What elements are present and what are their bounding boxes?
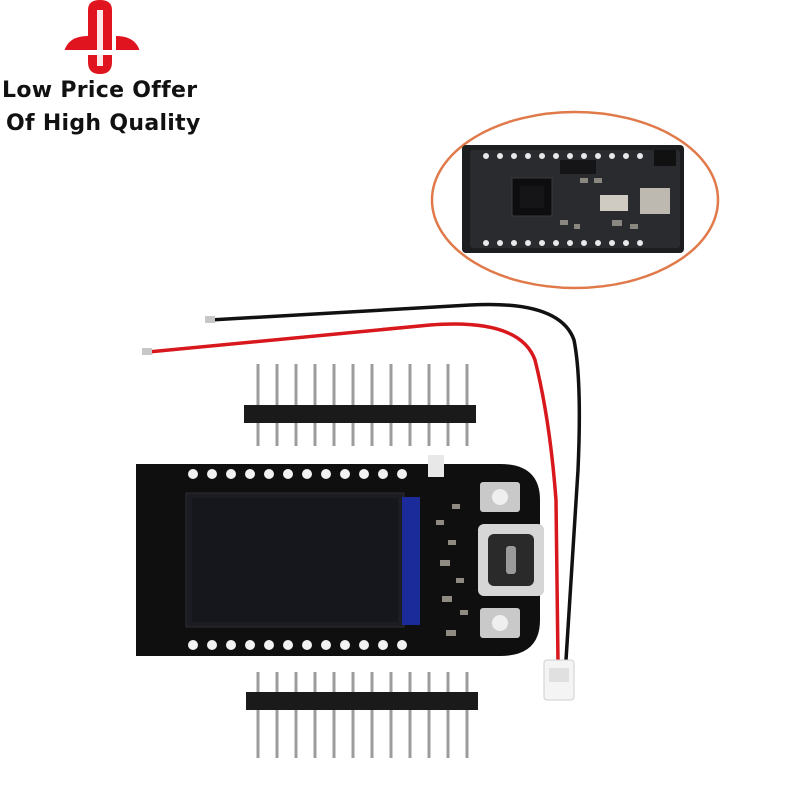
pin-header-bottom — [246, 672, 478, 758]
battery-cable — [142, 302, 582, 701]
esp32-tft-board — [136, 455, 544, 656]
pin-header-top — [244, 364, 476, 446]
board-back-inset — [430, 110, 720, 290]
tft-display — [192, 498, 398, 622]
board-buttons — [480, 482, 520, 638]
tagline-line-1: Low Price Offer — [2, 78, 198, 103]
usb-c-port — [478, 524, 544, 596]
rocket-logo-icon — [62, 0, 142, 74]
tagline-line-2: Of High Quality — [6, 111, 201, 136]
